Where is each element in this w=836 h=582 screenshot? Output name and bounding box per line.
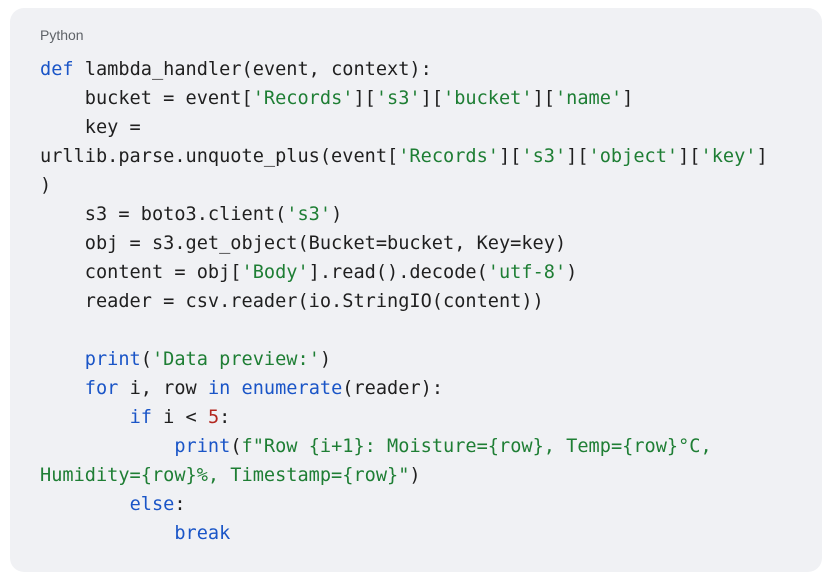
code-token: ][ — [566, 146, 589, 167]
code-token: 'Records' — [252, 88, 354, 109]
code-line: s3 = boto3.client('s3') — [40, 200, 768, 229]
code-token: i, row — [118, 378, 208, 399]
code-token: print — [174, 436, 231, 457]
code-token: 'Data preview:' — [151, 349, 320, 370]
code-token: ) — [319, 349, 332, 370]
code-token — [40, 349, 85, 370]
code-token: else — [129, 494, 175, 515]
code-token: def — [40, 59, 74, 80]
code-token — [40, 407, 130, 428]
code-token: : — [174, 494, 186, 515]
code-token: content = obj[ — [40, 262, 242, 283]
code-token: 5 — [207, 407, 220, 428]
code-line: bucket = event['Records']['s3']['bucket'… — [40, 84, 768, 113]
code-token: 'utf-8' — [487, 262, 567, 283]
code-token: obj = s3.get_object(Bucket=bucket, Key=k… — [40, 233, 567, 254]
code-line: urllib.parse.unquote_plus(event['Records… — [40, 142, 768, 171]
code-token: ][ — [420, 88, 444, 109]
code-token: ( — [230, 436, 242, 457]
code-token: ] — [756, 146, 768, 167]
code-token: ].read().decode( — [308, 262, 488, 283]
code-token — [230, 378, 241, 399]
code-token: ) — [40, 175, 52, 196]
code-token: print — [84, 349, 141, 370]
code-token: Humidity={row}%, Timestamp={row}" — [40, 465, 410, 486]
code-token: 'name' — [554, 88, 623, 109]
code-token: 'bucket' — [443, 88, 533, 109]
code-token: ) — [331, 204, 343, 225]
code-token: enumerate — [241, 378, 343, 399]
code-token: 'Records' — [398, 146, 499, 167]
code-token: ] — [622, 88, 634, 109]
code-token — [40, 523, 174, 544]
code-line: ) — [40, 171, 768, 200]
code-token: lambda_handler(event, context): — [73, 59, 432, 80]
code-token: 'object' — [588, 146, 679, 167]
code-line: print('Data preview:') — [40, 345, 768, 374]
code-token: reader = csv.reader(io.StringIO(content)… — [40, 291, 544, 312]
code-line: else: — [40, 490, 768, 519]
code-token: f"Row {i+1}: Moisture={row}, Temp={row}°… — [241, 436, 712, 457]
code-token: ) — [566, 262, 578, 283]
code-token: urllib.parse.unquote_plus(event[ — [40, 146, 399, 167]
code-token: i < — [151, 407, 208, 428]
code-token: ][ — [678, 146, 701, 167]
code-token: : — [219, 407, 231, 428]
code-token: ][ — [532, 88, 555, 109]
code-token — [40, 494, 130, 515]
code-line: if i < 5: — [40, 403, 768, 432]
code-line: reader = csv.reader(io.StringIO(content)… — [40, 287, 768, 316]
code-token: ][ — [498, 146, 522, 167]
code-language-label: Python — [40, 27, 84, 43]
code-line: for i, row in enumerate(reader): — [40, 374, 768, 403]
code-line: Humidity={row}%, Timestamp={row}") — [40, 461, 768, 490]
code-token: for — [84, 378, 119, 399]
code-token: 'key' — [700, 146, 757, 167]
code-line — [40, 316, 768, 345]
code-token: 's3' — [375, 88, 421, 109]
code-token: ][ — [353, 88, 376, 109]
code-content: def lambda_handler(event, context): buck… — [40, 55, 768, 548]
code-line: content = obj['Body'].read().decode('utf… — [40, 258, 768, 287]
code-line: key = — [40, 113, 768, 142]
code-token: break — [174, 523, 231, 544]
code-token: ) — [409, 465, 421, 486]
code-token — [40, 436, 174, 457]
code-line: def lambda_handler(event, context): — [40, 55, 768, 84]
code-block: Python def lambda_handler(event, context… — [10, 8, 822, 572]
code-line: break — [40, 519, 768, 548]
code-token: 's3' — [286, 204, 332, 225]
code-token: if — [129, 407, 152, 428]
code-token — [40, 378, 85, 399]
code-line: obj = s3.get_object(Bucket=bucket, Key=k… — [40, 229, 768, 258]
code-token: 'Body' — [241, 262, 309, 283]
code-token: (reader): — [342, 378, 444, 399]
code-line: print(f"Row {i+1}: Moisture={row}, Temp=… — [40, 432, 768, 461]
code-token: in — [207, 378, 231, 399]
code-token: ( — [140, 349, 152, 370]
code-token: bucket = event[ — [40, 88, 253, 109]
code-token: key = — [40, 117, 141, 138]
code-token: 's3' — [521, 146, 567, 167]
code-token: s3 = boto3.client( — [40, 204, 287, 225]
